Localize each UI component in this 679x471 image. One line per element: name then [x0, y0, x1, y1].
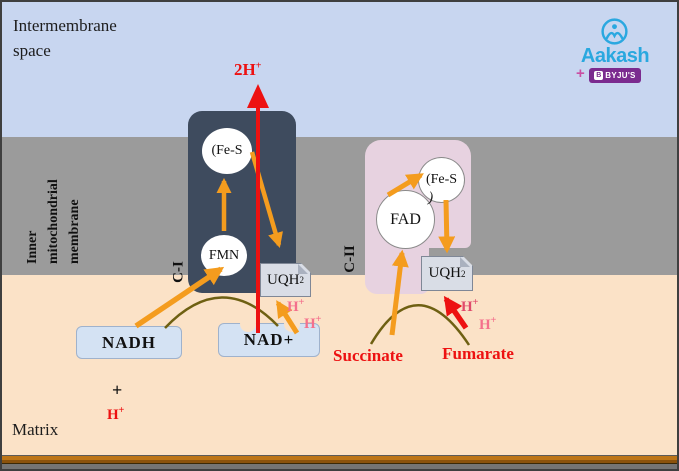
nad-box-notch	[284, 316, 300, 332]
ubiquinol-text: UQH	[428, 265, 461, 281]
nadh-box: NADH	[76, 326, 182, 359]
matrix-region	[2, 275, 677, 456]
intermembrane-space-label: Intermembrane space	[13, 16, 117, 60]
complex-1-label: C-I	[170, 261, 187, 283]
inner-membrane-label: Inner mitochondrial membrane	[25, 179, 82, 264]
inner-membrane-region	[2, 137, 677, 275]
proton-label: H+	[304, 314, 322, 332]
bottom-gray-strip	[2, 464, 677, 469]
matrix-label: Matrix	[12, 420, 59, 439]
two-protons-label: 2H+	[234, 60, 262, 79]
ubiquinol-box-c1-fold	[298, 264, 308, 274]
fumarate-label: Fumarate	[442, 344, 514, 363]
ubiquinol-text: UQH	[267, 271, 300, 288]
ubiquinol-box-c2-fold	[460, 257, 470, 267]
matrix-plus-sign: +	[112, 380, 123, 400]
proton-label: H+	[479, 315, 497, 333]
intermembrane-space-region	[2, 2, 677, 137]
nad-box-notch	[240, 316, 256, 332]
proton-label: H+	[461, 297, 479, 315]
matrix-proton-label: H+	[107, 405, 125, 423]
byjus-badge-text: BYJU'S	[605, 71, 636, 80]
complex2-fad: FAD	[376, 190, 435, 249]
aakash-brand-text: Aakash	[580, 45, 650, 67]
aakash-logo-icon	[601, 18, 628, 45]
complex2-fes-cluster: (Fe-S	[418, 157, 465, 203]
bottom-table-edge	[2, 455, 677, 464]
complex1-fmn: FMN	[201, 235, 247, 276]
byjus-badge: B BYJU'S	[589, 68, 641, 83]
proton-pump-arrowhead	[247, 84, 269, 108]
byjus-b-icon: B	[594, 71, 604, 80]
byjus-plus-sign: +	[576, 65, 585, 82]
complex1-fes-cluster: (Fe-S	[202, 128, 252, 174]
succinate-label: Succinate	[333, 346, 403, 365]
complex-2-body-lower	[365, 247, 429, 294]
complex-2-label: C-II	[342, 245, 358, 273]
proton-label: H+	[287, 297, 305, 315]
proton-pump-line	[256, 104, 260, 333]
